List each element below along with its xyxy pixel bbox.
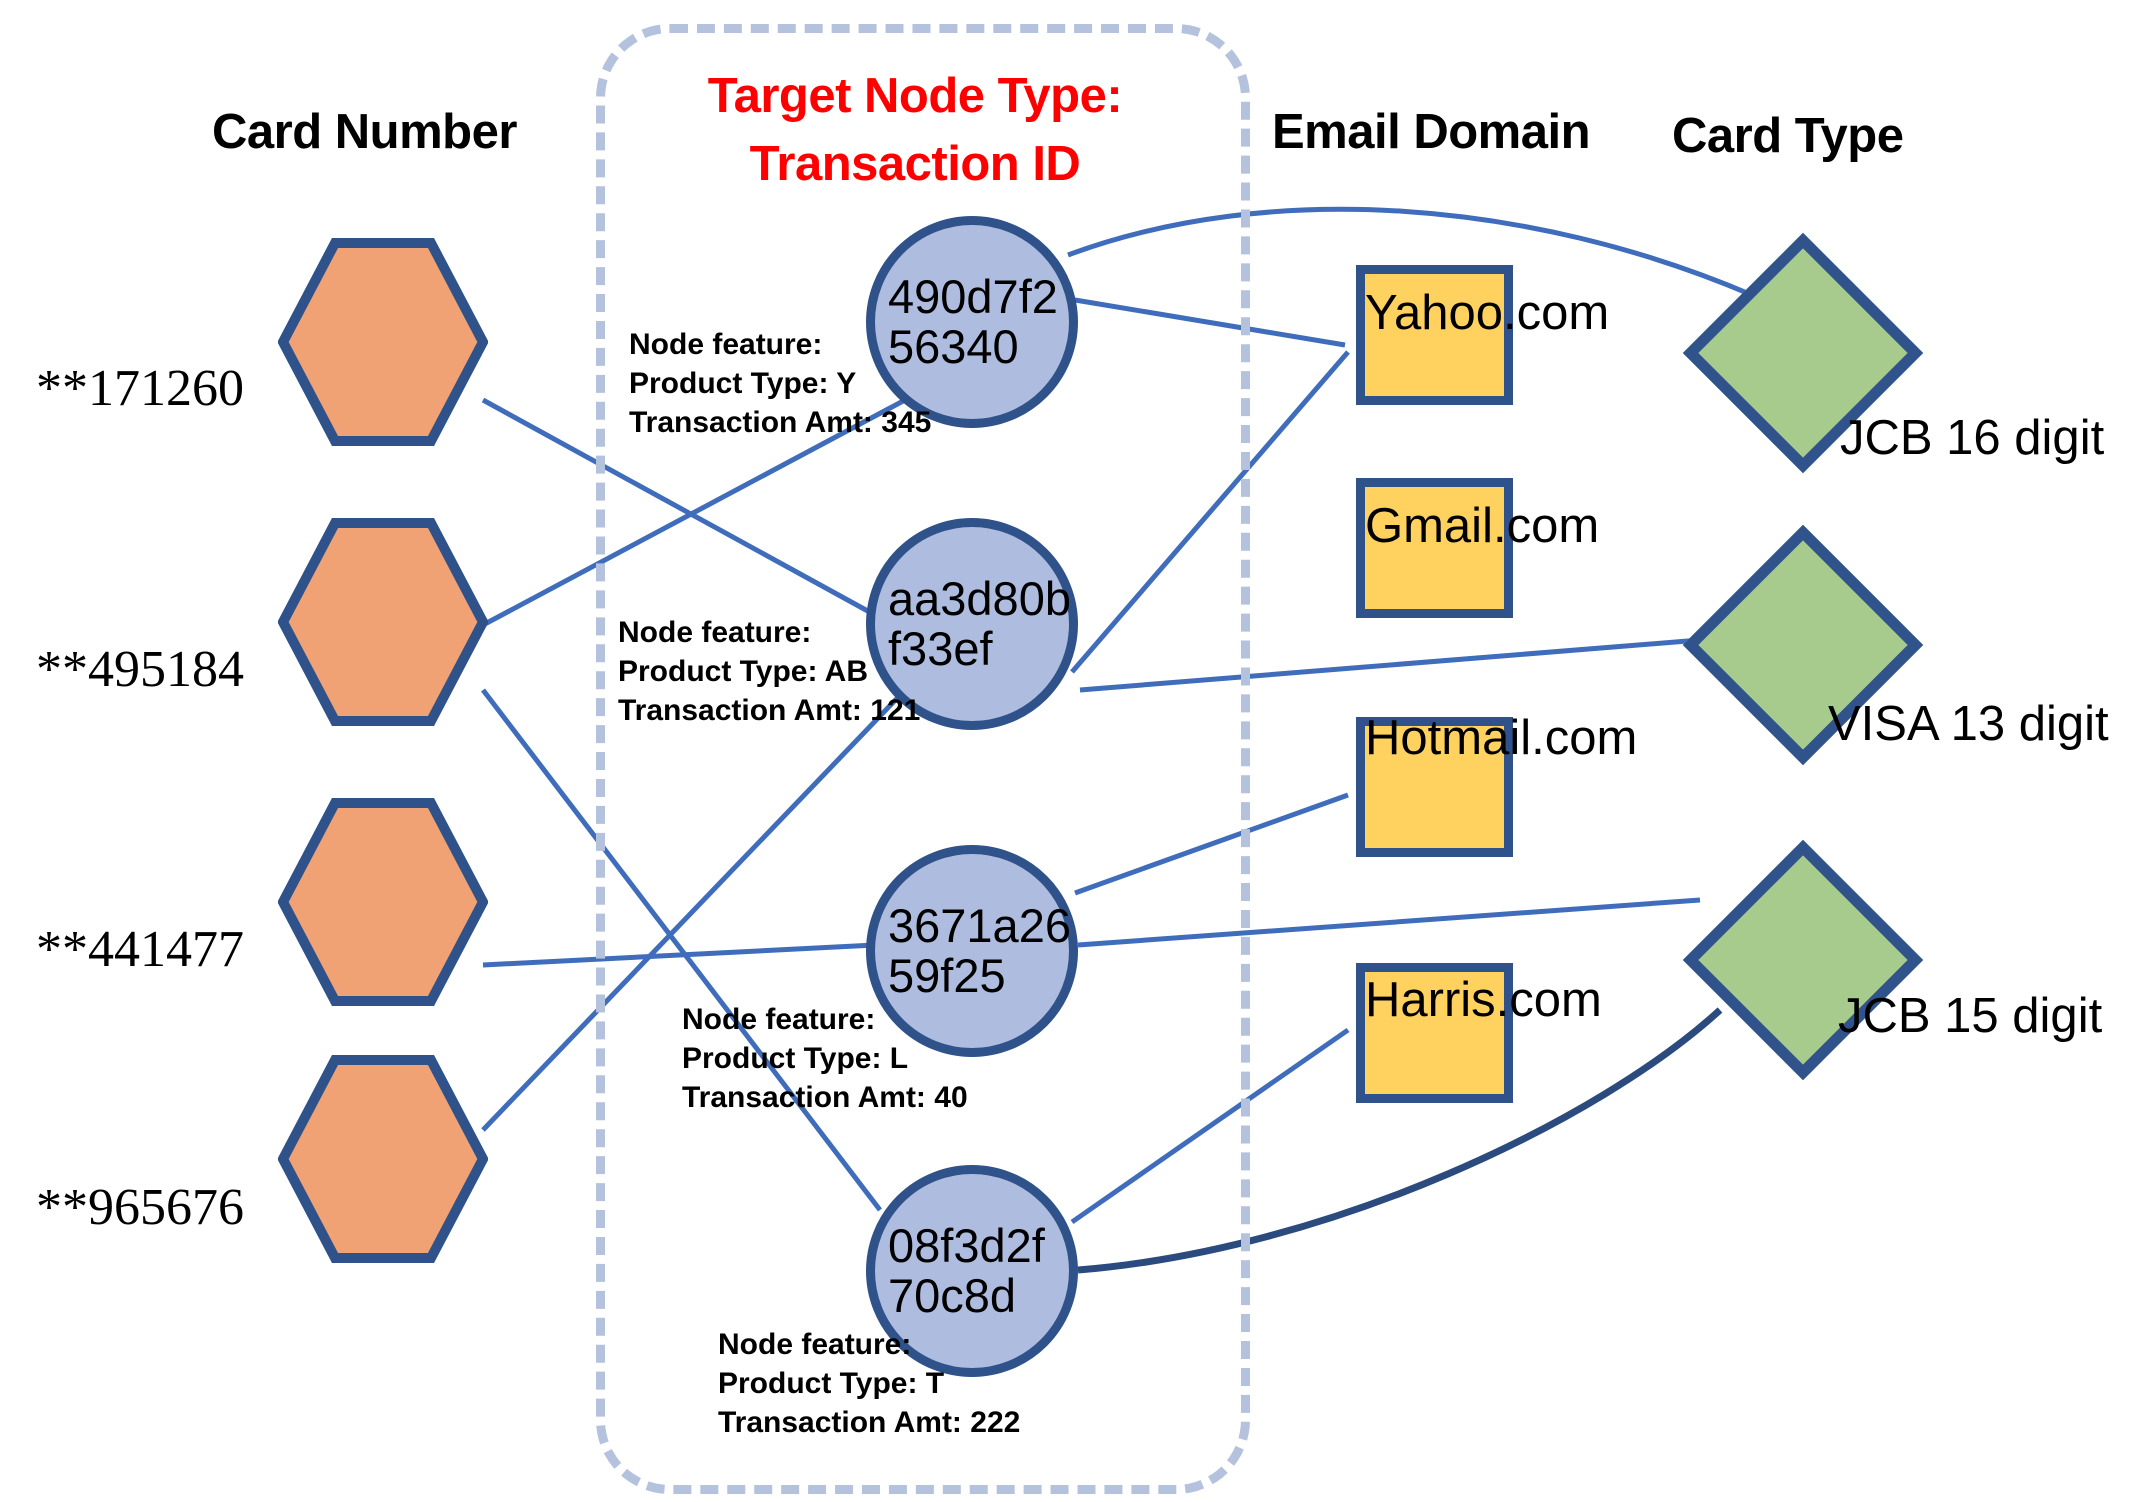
transaction-id-line2: 59f25 (888, 949, 1006, 1002)
node-feature-product-type: Product Type: Y (629, 367, 857, 400)
email-domain-label-4: Harris.com (1365, 973, 1602, 1027)
card-type-label-1: JCB 16 digit (1840, 411, 2105, 465)
email-domain-node-3[interactable] (1356, 717, 1513, 857)
column-header-card-type: Card Type (1672, 109, 1904, 163)
edge-tx4-harris (1070, 1027, 1350, 1225)
transaction-node-4[interactable]: 08f3d2f 70c8d (866, 1165, 1078, 1377)
transaction-id-line1: aa3d80b (888, 572, 1071, 626)
node-feature-amount: Transaction Amt: 40 (682, 1081, 968, 1114)
card-number-node-2[interactable] (278, 518, 488, 726)
email-domain-node-2[interactable] (1356, 478, 1513, 618)
edge-tx1-jcb16 (1067, 206, 1753, 298)
transaction-id-line1: 08f3d2f (888, 1219, 1045, 1273)
edge-card4-tx2 (481, 688, 907, 1132)
card-number-label-1: **171260 (36, 360, 244, 417)
transaction-id-line2: 56340 (888, 320, 1019, 373)
target-node-type-container (596, 24, 1250, 1494)
node-feature-product-type: Product Type: AB (618, 655, 869, 688)
email-domain-label-3: Hotmail.com (1365, 711, 1638, 765)
transaction-id-line2: f33ef (888, 622, 993, 675)
transaction-node-1[interactable]: 490d7f2 56340 (866, 216, 1078, 428)
node-feature-title: Node feature: (629, 328, 823, 361)
card-number-node-3[interactable] (278, 798, 488, 1006)
edge-tx2-yahoo (1070, 350, 1350, 674)
email-domain-node-1[interactable] (1356, 265, 1513, 405)
card-number-label-2: **495184 (36, 641, 244, 698)
node-feature-amount: Transaction Amt: 121 (618, 694, 921, 727)
card-type-label-2: VISA 13 digit (1828, 697, 2109, 751)
edge-tx2-visa13 (1079, 637, 1701, 693)
node-feature-amount: Transaction Amt: 222 (718, 1406, 1021, 1439)
edge-tx4-jcb15-dark (1077, 1007, 1723, 1274)
card-number-node-1[interactable] (278, 238, 488, 446)
node-feature-title: Node feature: (618, 616, 812, 649)
edge-tx3-hotmail (1074, 792, 1349, 896)
edge-tx1-yahoo (1074, 297, 1346, 348)
transaction-node-2[interactable]: aa3d80b f33ef (866, 518, 1078, 730)
node-feature-amount: Transaction Amt: 345 (629, 406, 932, 439)
edge-card2-tx4 (481, 688, 882, 1212)
transaction-id-line1: 3671a26 (888, 899, 1071, 953)
node-feature-block-1: Node feature: Product Type: Y Transactio… (629, 325, 931, 442)
node-feature-block-2: Node feature: Product Type: AB Transacti… (618, 613, 920, 730)
card-number-label-3: **441477 (36, 921, 244, 978)
node-feature-title: Node feature: (682, 1003, 876, 1036)
card-number-node-4[interactable] (278, 1055, 488, 1263)
transaction-id-line1: 490d7f2 (888, 270, 1058, 324)
email-domain-node-4[interactable] (1356, 963, 1513, 1103)
edge-card3-tx3 (482, 942, 876, 968)
node-feature-product-type: Product Type: L (682, 1042, 909, 1075)
email-domain-label-1: Yahoo.com (1365, 286, 1610, 340)
transaction-id-line2: 70c8d (888, 1269, 1017, 1322)
node-feature-block-4: Node feature: Product Type: T Transactio… (718, 1325, 1020, 1442)
target-node-type-title-line1: Target Node Type: (707, 69, 1123, 123)
column-header-email-domain: Email Domain (1272, 105, 1591, 159)
edge-tx3-jcb15 (1077, 897, 1701, 948)
edge-card2-tx1 (481, 397, 907, 628)
email-domain-label-2: Gmail.com (1365, 499, 1600, 553)
node-feature-product-type: Product Type: T (718, 1367, 945, 1400)
card-number-label-4: **965676 (36, 1179, 244, 1236)
target-node-type-title-line2: Transaction ID (749, 137, 1081, 191)
column-header-card-number: Card Number (212, 105, 517, 159)
transaction-node-3[interactable]: 3671a26 59f25 (866, 845, 1078, 1057)
edge-card1-tx2 (481, 397, 877, 618)
node-feature-title: Node feature: (718, 1328, 912, 1361)
node-feature-block-3: Node feature: Product Type: L Transactio… (682, 1000, 968, 1117)
card-type-label-3: JCB 15 digit (1838, 989, 2103, 1043)
